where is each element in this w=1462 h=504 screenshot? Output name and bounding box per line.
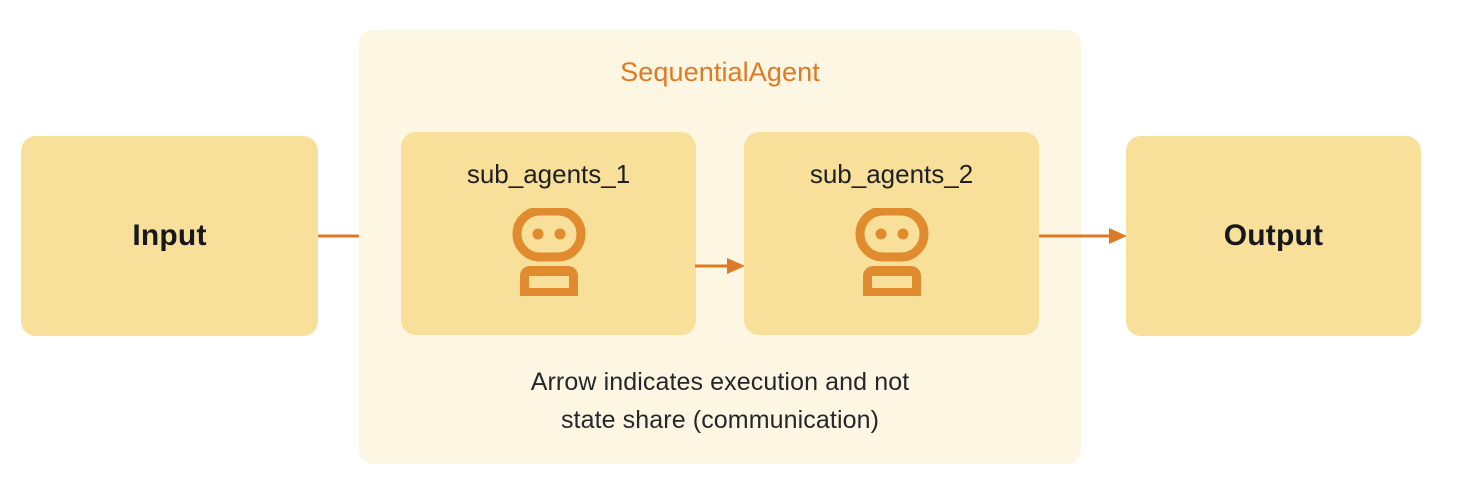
output-node: Output [1126, 136, 1421, 336]
output-node-label: Output [1223, 219, 1324, 252]
sub-agent-node-1: sub_agents_1 [401, 132, 696, 335]
execution-note: Arrow indicates execution and not state … [359, 363, 1081, 439]
sequential-agent-title: SequentialAgent [620, 57, 820, 87]
execution-note-line-2: state share (communication) [560, 406, 880, 434]
sub-agent-label-2: sub_agents_2 [809, 159, 974, 189]
robot-icon [401, 208, 696, 298]
robot-icon [744, 208, 1039, 298]
sub-agent-label-1: sub_agents_1 [466, 159, 631, 189]
arrow-right-icon-sub-agents-2-to-output [1039, 224, 1127, 248]
execution-note-line-1: Arrow indicates execution and not [530, 368, 910, 396]
sub-agent-node-2: sub_agents_2 [744, 132, 1039, 335]
arrow-right-icon-sub-agents-1-to-sub-agents-2 [695, 254, 745, 278]
sequential-agent-container: SequentialAgent sub_agents_1 sub_agents_… [359, 30, 1081, 464]
input-node: Input [21, 136, 318, 336]
input-node-label: Input [132, 219, 207, 252]
